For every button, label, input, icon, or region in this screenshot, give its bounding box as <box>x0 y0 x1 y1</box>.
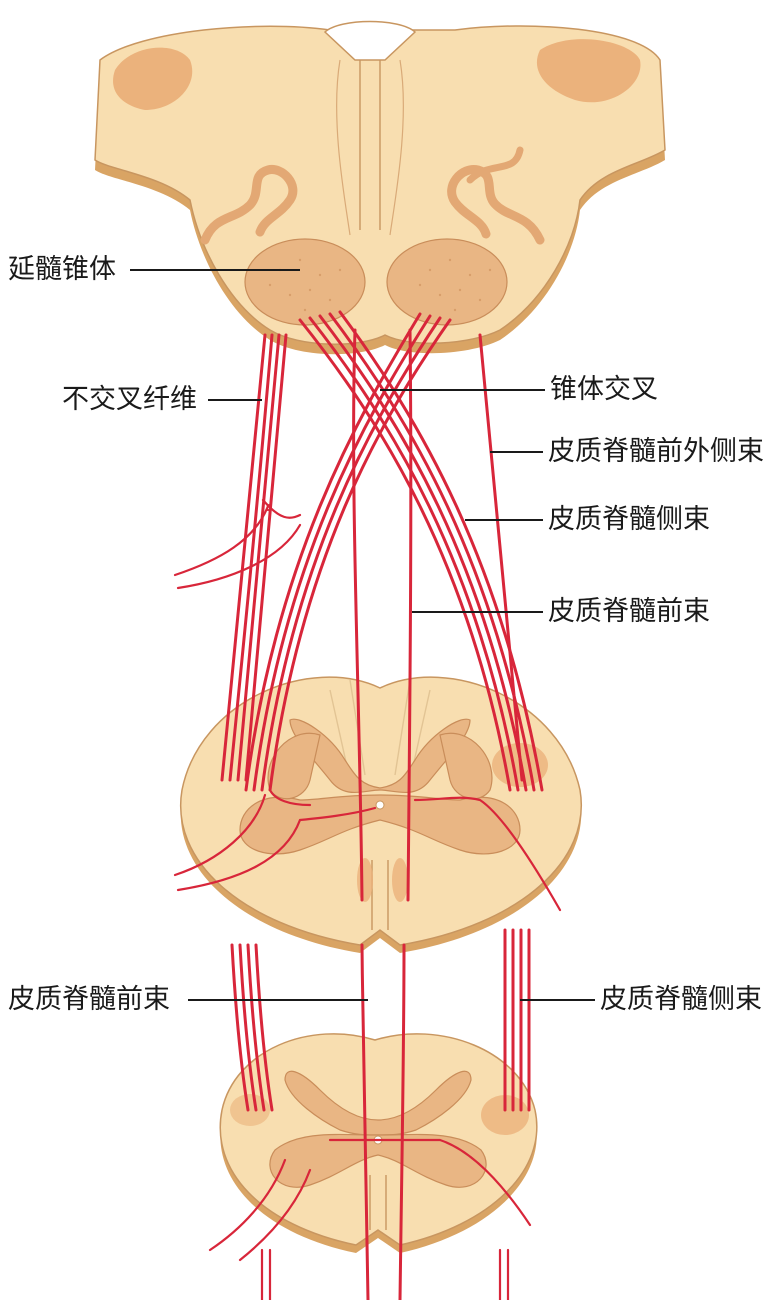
medulla-section <box>94 20 666 355</box>
spinal-cord-section-lower <box>219 1033 538 1253</box>
label-lateral-tract-upper: 皮质脊髓侧束 <box>548 504 710 535</box>
label-anterior-tract-lower: 皮质脊髓前束 <box>8 984 170 1015</box>
fiber-bundles <box>173 310 562 1300</box>
label-medullary-pyramid: 延髓锥体 <box>8 254 116 285</box>
spinal-cord-section-upper <box>179 676 582 953</box>
leader-lines <box>130 269 595 1001</box>
label-anterolateral-tract: 皮质脊髓前外侧束 <box>548 436 764 467</box>
label-uncrossed-fibers: 不交叉纤维 <box>62 384 197 415</box>
label-pyramidal-decussation: 锥体交叉 <box>550 374 658 405</box>
label-anterior-tract-upper: 皮质脊髓前束 <box>548 596 710 627</box>
label-lateral-tract-lower: 皮质脊髓侧束 <box>600 984 762 1015</box>
